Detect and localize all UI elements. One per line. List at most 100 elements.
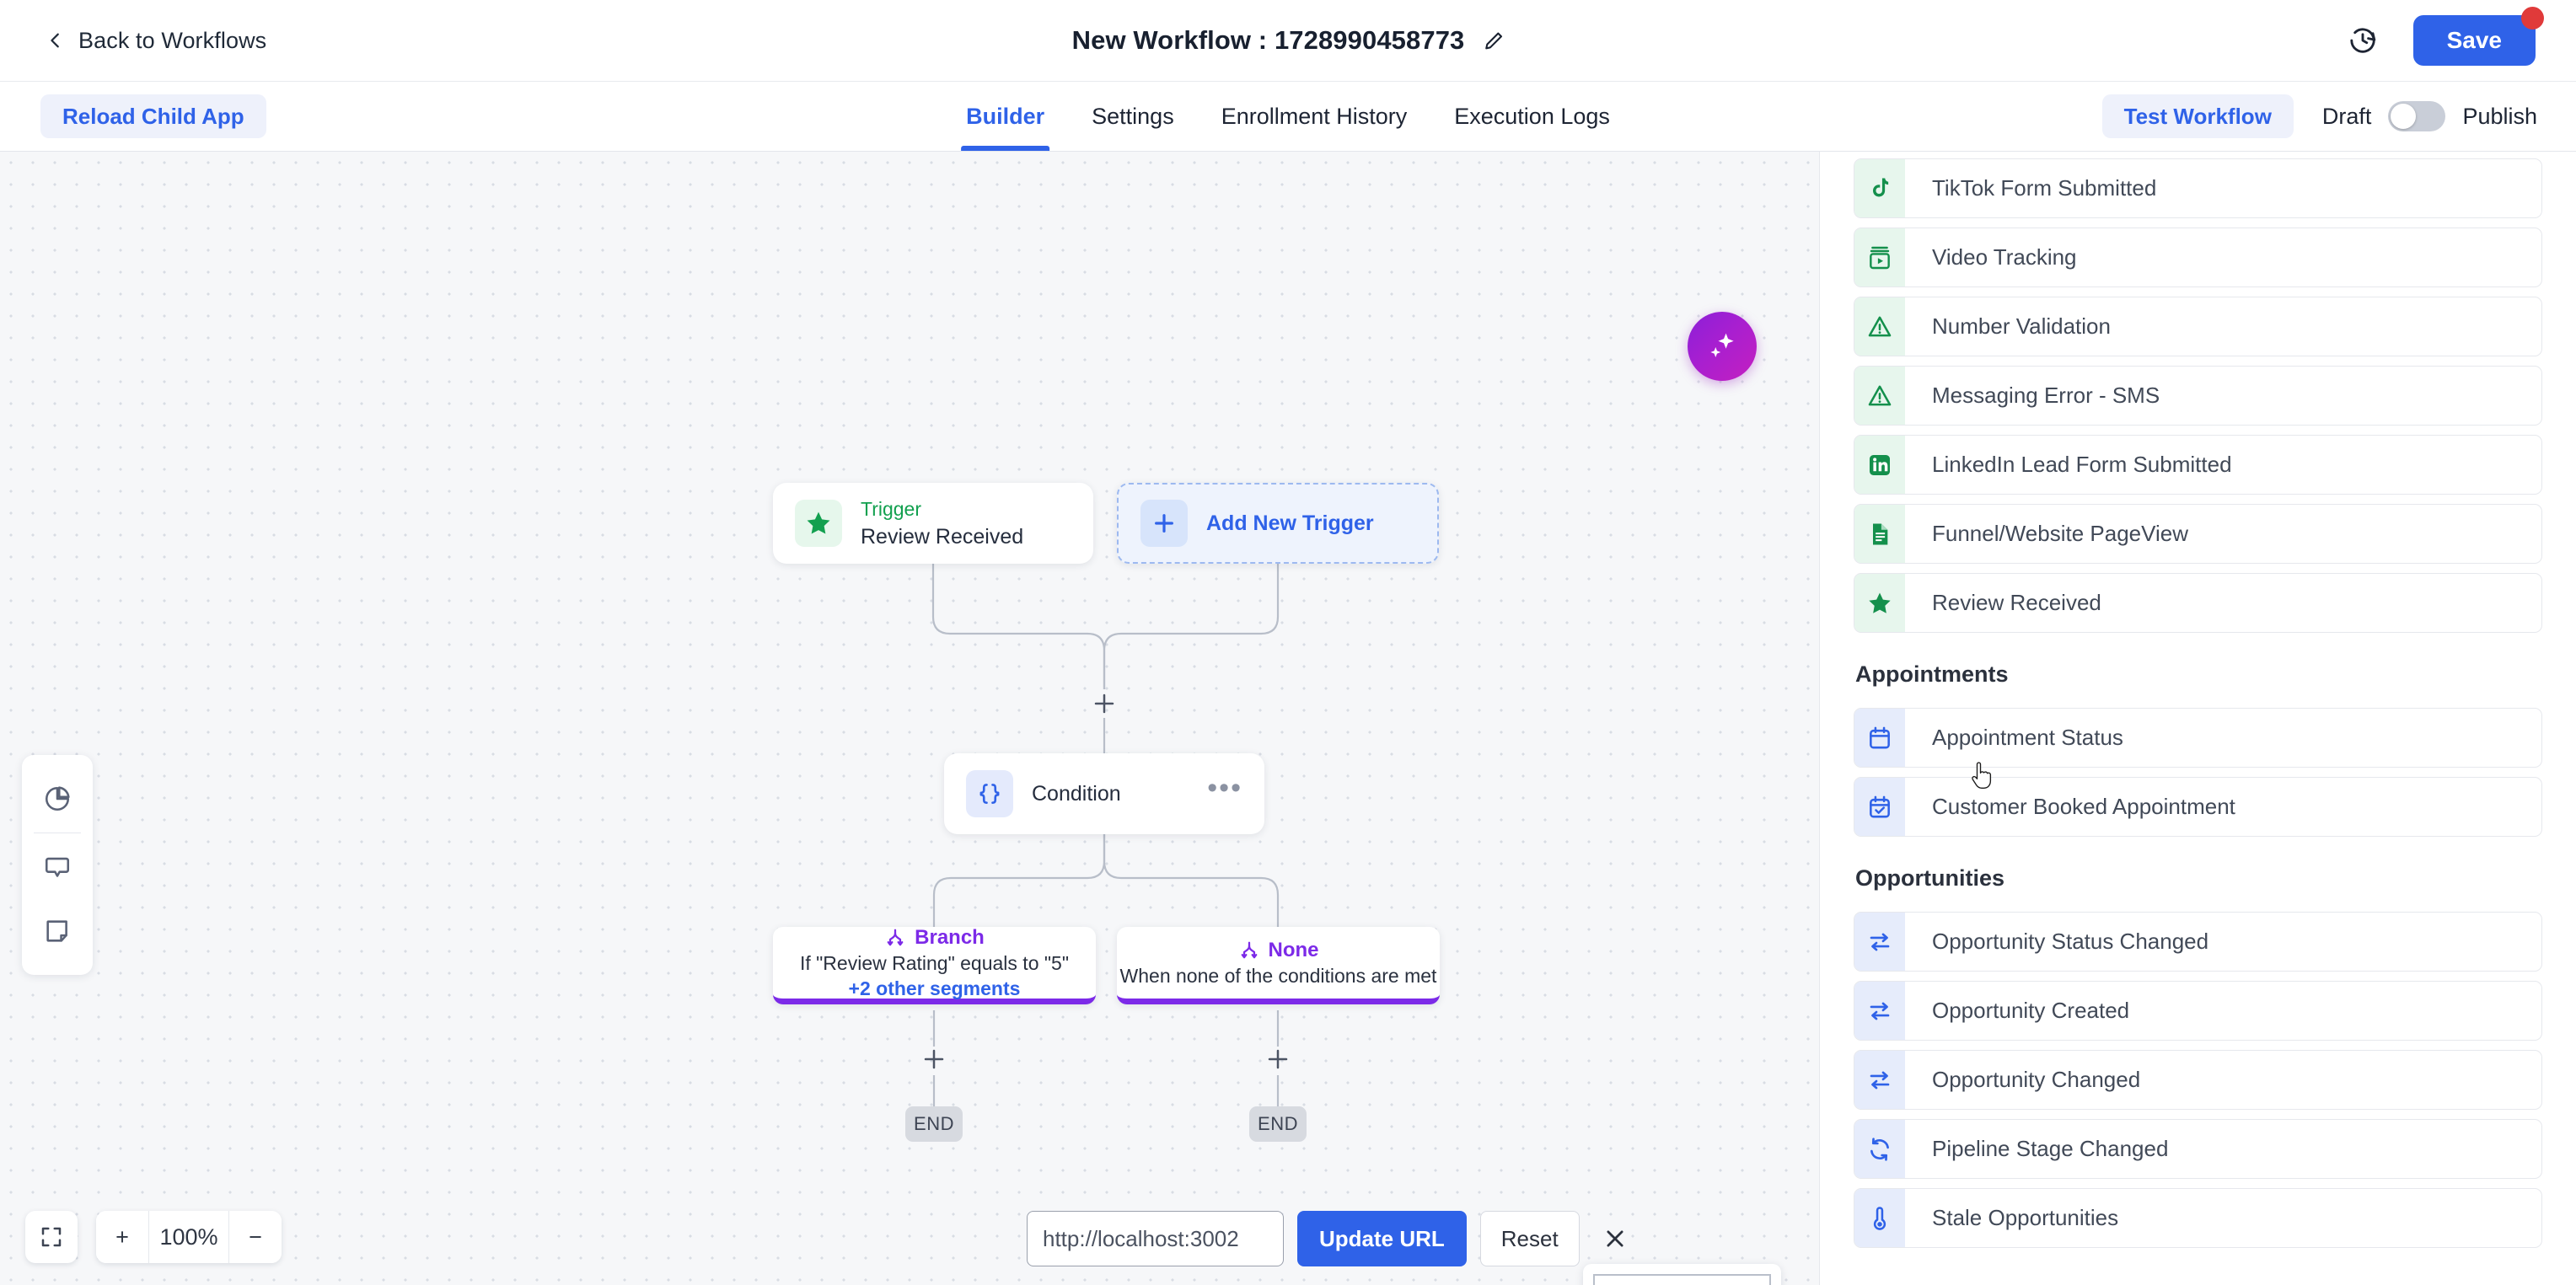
branch-other-segments-link[interactable]: +2 other segments (848, 977, 1021, 999)
app-header: Back to Workflows New Workflow : 1728990… (0, 0, 2576, 82)
thermometer-icon (1873, 1206, 1886, 1230)
trigger-library-panel[interactable]: TikTok Form Submitted Video Tracking (1819, 152, 2576, 1285)
tab-enrollment-history[interactable]: Enrollment History (1221, 103, 1408, 129)
history-restore-icon[interactable] (2348, 25, 2378, 56)
page-title: New Workflow : 1728990458773 (1071, 25, 1465, 55)
list-item-linkedin-lead-form-submitted[interactable]: LinkedIn Lead Form Submitted (1854, 435, 2542, 495)
add-step-button-top[interactable] (1090, 689, 1119, 718)
add-new-trigger-button[interactable]: Add New Trigger (1117, 483, 1439, 564)
star-icon (1869, 592, 1891, 613)
sparkles-icon (1710, 333, 1734, 357)
list-item-number-validation[interactable]: Number Validation (1854, 297, 2542, 356)
zoom-level-value: 100% (148, 1211, 229, 1263)
end-node-right[interactable]: END (1249, 1106, 1307, 1142)
tab-settings[interactable]: Settings (1092, 103, 1174, 129)
list-item-stale-opportunities[interactable]: Stale Opportunities (1854, 1188, 2542, 1248)
zoom-out-button[interactable]: − (229, 1211, 282, 1263)
trigger-texts: Trigger Review Received (861, 498, 1023, 549)
test-workflow-button[interactable]: Test Workflow (2101, 94, 2294, 138)
refresh-cycle-icon-wrap (1854, 1120, 1905, 1178)
condition-more-menu[interactable]: ••• (1207, 771, 1242, 804)
trigger-name-label: Review Received (861, 524, 1024, 549)
end-node-left[interactable]: END (905, 1106, 963, 1142)
list-item-customer-booked-appointment[interactable]: Customer Booked Appointment (1854, 777, 2542, 837)
workflow-canvas[interactable]: Trigger Review Received Add New Trigger (0, 152, 1819, 1285)
list-item-opportunity-status-changed[interactable]: Opportunity Status Changed (1854, 912, 2542, 972)
branch-head: None (1238, 939, 1319, 962)
ai-assistant-button[interactable] (1688, 312, 1757, 381)
node-trigger[interactable]: Trigger Review Received (773, 483, 1093, 564)
warning-triangle-icon-wrap (1854, 367, 1905, 425)
list-item-video-tracking[interactable]: Video Tracking (1854, 228, 2542, 287)
header-actions: Save (2348, 7, 2544, 66)
list-item-appointment-status[interactable]: Appointment Status (1854, 708, 2542, 768)
close-icon (1607, 1230, 1623, 1247)
draft-publish-toggle-group: Draft Publish (2322, 101, 2537, 131)
calendar-check-icon-wrap (1854, 778, 1905, 836)
list-item-opportunity-changed[interactable]: Opportunity Changed (1854, 1050, 2542, 1110)
document-icon-wrap (1854, 505, 1905, 563)
warning-triangle-icon-wrap (1854, 297, 1905, 356)
list-item-review-received[interactable]: Review Received (1854, 573, 2542, 633)
back-to-workflows-link[interactable]: Back to Workflows (46, 28, 266, 54)
reset-url-button[interactable]: Reset (1479, 1211, 1580, 1266)
list-item-label: Opportunity Changed (1932, 1067, 2141, 1092)
list-item-label: TikTok Form Submitted (1932, 175, 2157, 201)
plus-icon (1094, 693, 1114, 714)
url-input[interactable] (1027, 1211, 1284, 1266)
node-condition[interactable]: Condition ••• (944, 753, 1264, 834)
notes-panel-button[interactable] (22, 899, 93, 963)
exchange-arrows-icon (1870, 1002, 1890, 1020)
branch-head: Branch (884, 926, 985, 950)
tiktok-icon-wrap (1854, 159, 1905, 217)
close-url-bar-button[interactable] (1593, 1217, 1637, 1261)
zoom-level-group: + 100% − (96, 1211, 282, 1263)
tab-builder[interactable]: Builder (942, 82, 1068, 151)
publish-toggle[interactable] (2388, 101, 2446, 131)
node-branch-match[interactable]: Branch If "Review Rating" equals to "5" … (773, 926, 1096, 1004)
list-item-messaging-error-sms[interactable]: Messaging Error - SMS (1854, 366, 2542, 426)
update-url-button[interactable]: Update URL (1297, 1211, 1467, 1266)
fit-to-screen-button[interactable] (25, 1211, 78, 1263)
branch-description: If "Review Rating" equals to "5" (799, 951, 1070, 974)
list-item-funnel-website-pageview[interactable]: Funnel/Website PageView (1854, 504, 2542, 564)
exchange-arrows-icon-wrap (1854, 913, 1905, 971)
zoom-in-button[interactable]: + (96, 1211, 148, 1263)
flow-connectors (931, 564, 1280, 1108)
braces-icon-wrap (966, 770, 1013, 817)
list-item-tiktok-form-submitted[interactable]: TikTok Form Submitted (1854, 158, 2542, 218)
add-step-button-branch-left[interactable] (920, 1045, 948, 1074)
reload-child-app-button[interactable]: Reload Child App (40, 94, 266, 138)
toggle-knob (2391, 104, 2417, 129)
plus-icon (1155, 514, 1173, 533)
pencil-icon[interactable] (1483, 30, 1504, 51)
comments-panel-button[interactable] (22, 835, 93, 899)
list-item-label: Appointment Status (1932, 725, 2123, 750)
canvas-tool-rail (22, 755, 93, 975)
workflow-title-group: New Workflow : 1728990458773 (1072, 25, 1505, 56)
braces-icon (979, 784, 1000, 804)
add-new-trigger-label: Add New Trigger (1206, 511, 1374, 535)
add-step-button-branch-right[interactable] (1264, 1045, 1292, 1074)
branch-description: When none of the conditions are met (1119, 964, 1437, 987)
stats-panel-button[interactable] (22, 767, 93, 831)
linkedin-icon-wrap (1854, 436, 1905, 494)
builder-toolbar: Reload Child App Builder Settings Enroll… (0, 82, 2576, 152)
exchange-arrows-icon-wrap (1854, 982, 1905, 1040)
dev-url-bar: Update URL Reset (1027, 1211, 1637, 1266)
list-item-opportunity-created[interactable]: Opportunity Created (1854, 981, 2542, 1041)
plus-icon (1268, 1049, 1288, 1069)
workflow-flow: Trigger Review Received Add New Trigger (0, 152, 1819, 1285)
save-button[interactable]: Save (2412, 15, 2536, 66)
warning-triangle-icon (1868, 385, 1892, 405)
canvas-minimap[interactable] (1583, 1264, 1781, 1285)
branch-split-icon (1241, 941, 1257, 958)
list-item-label: Stale Opportunities (1932, 1205, 2119, 1230)
list-item-pipeline-stage-changed[interactable]: Pipeline Stage Changed (1854, 1119, 2542, 1179)
tiktok-icon (1873, 177, 1889, 196)
condition-label: Condition (1032, 781, 1121, 806)
node-branch-none[interactable]: None When none of the conditions are met (1117, 927, 1440, 1004)
tab-execution-logs[interactable]: Execution Logs (1454, 103, 1610, 129)
unsaved-changes-badge (2521, 7, 2544, 29)
refresh-cycle-icon (1870, 1137, 1889, 1161)
